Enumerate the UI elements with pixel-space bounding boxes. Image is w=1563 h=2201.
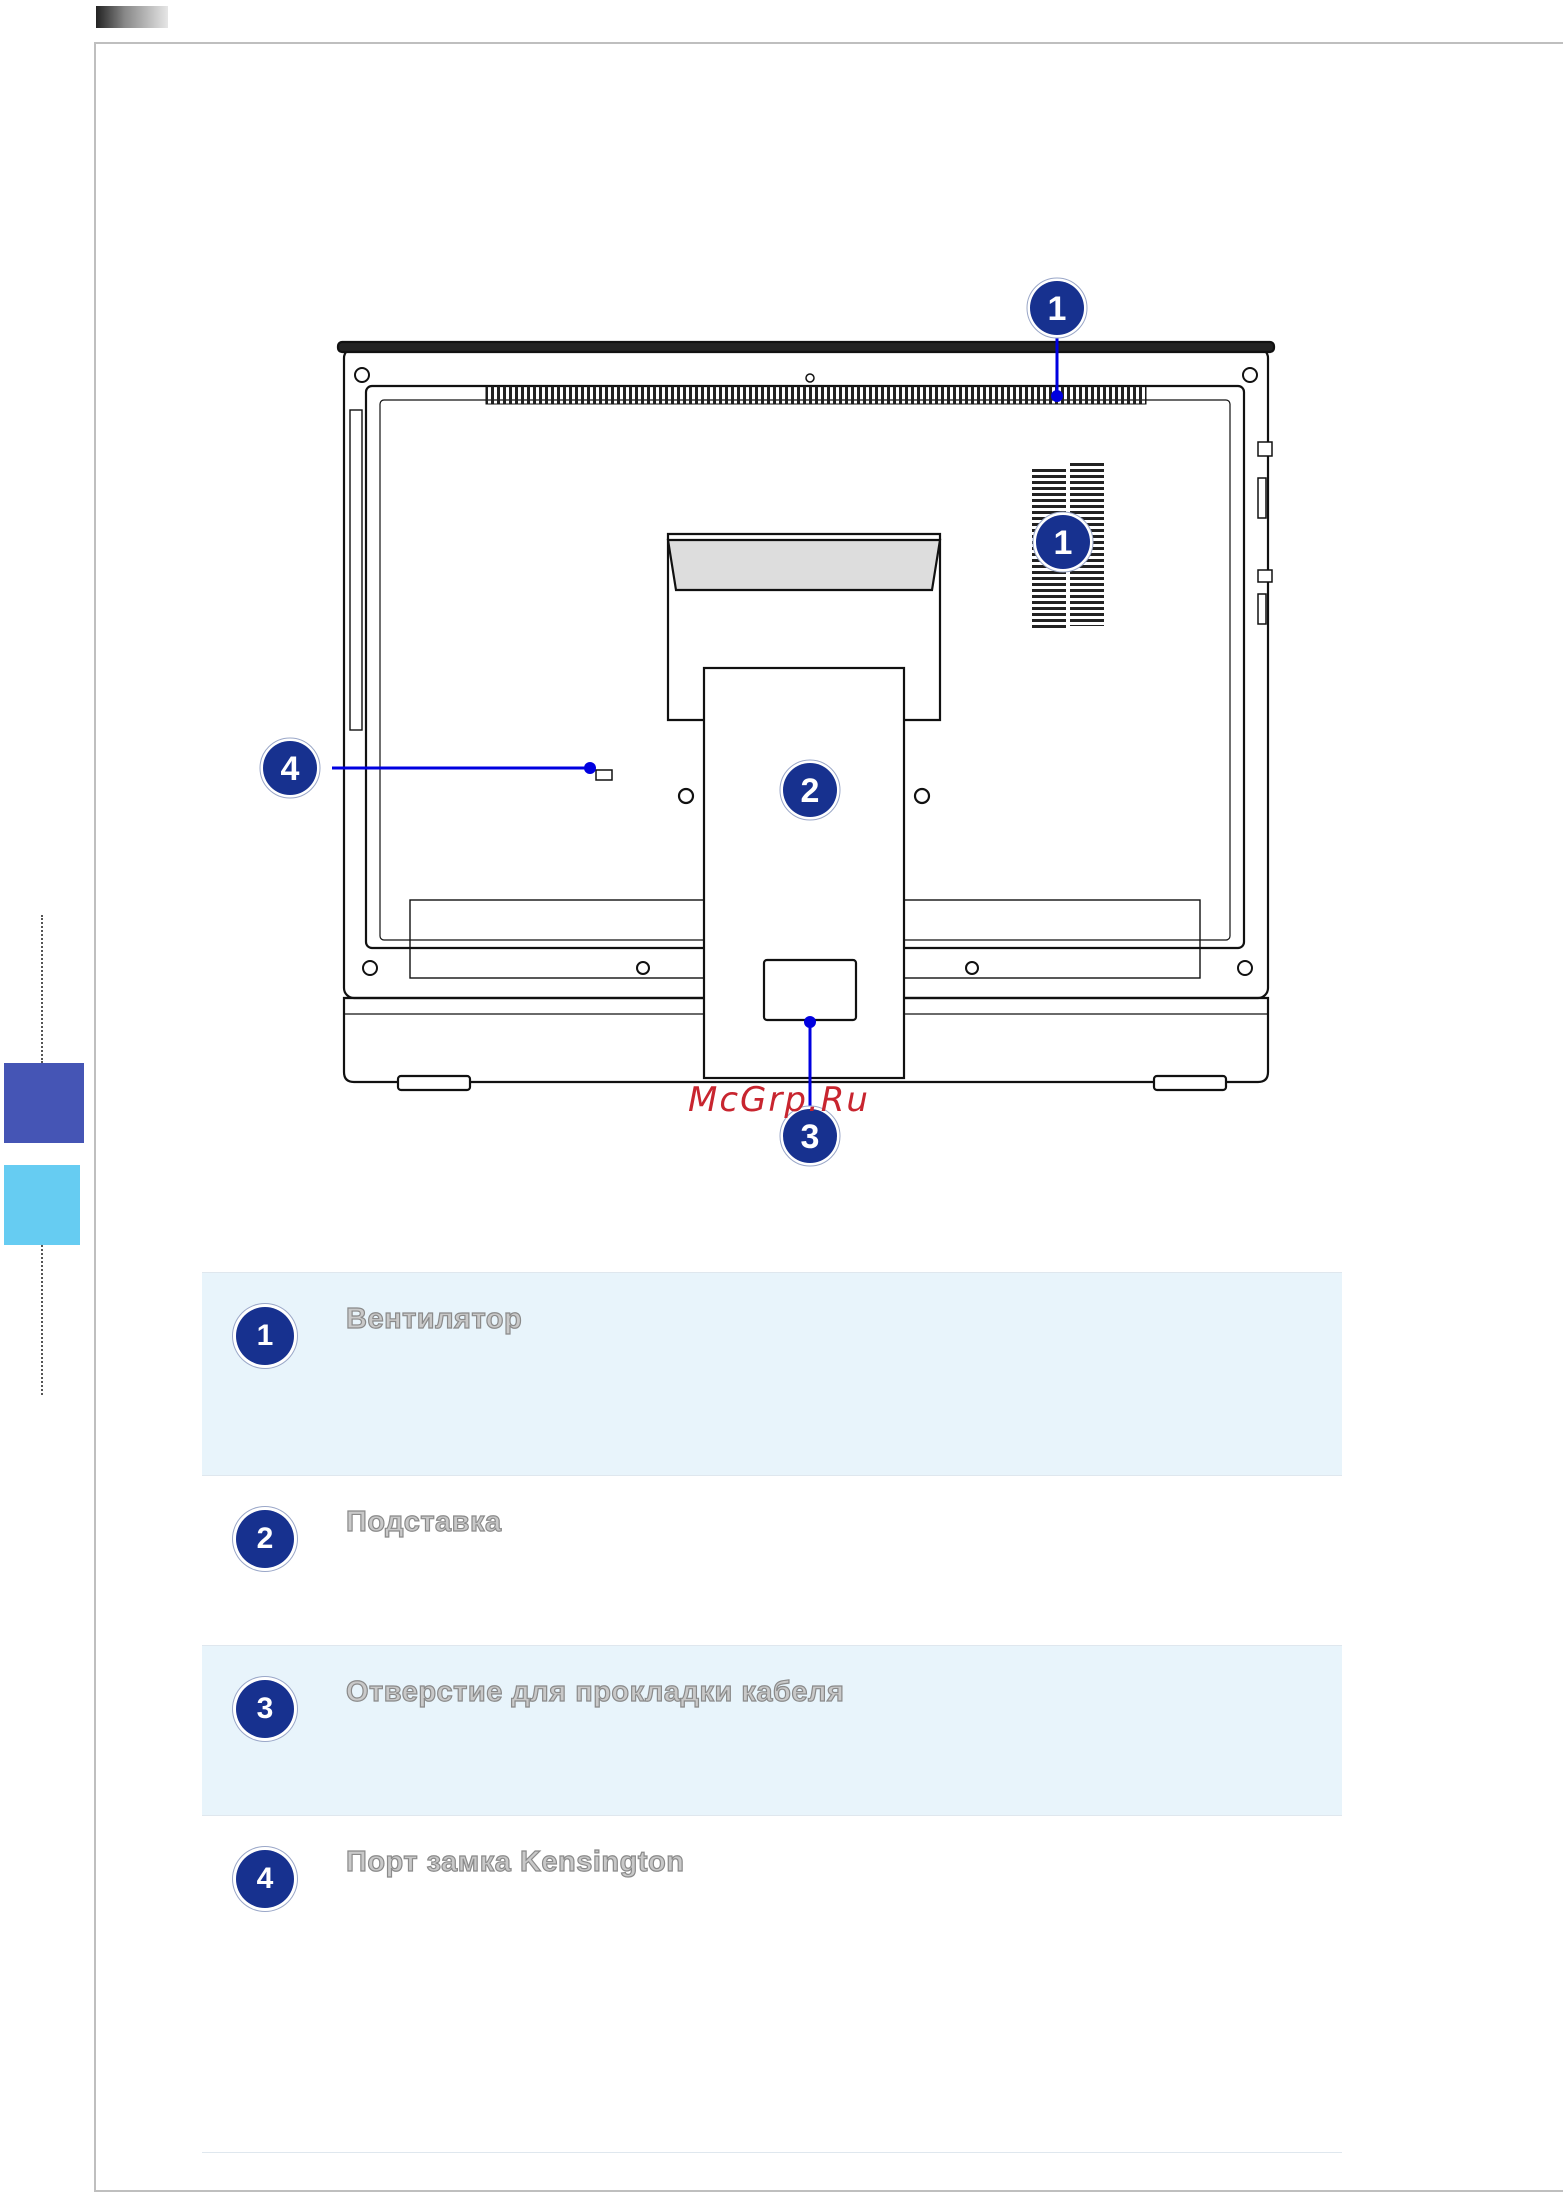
callout-number: 1 (1054, 524, 1073, 562)
callout-top-vent: 1 (1027, 278, 1087, 338)
callout-side-vent: 1 (1033, 512, 1093, 572)
callout-stand: 2 (780, 760, 840, 820)
callout-number: 4 (281, 750, 300, 788)
kensington-slot (596, 770, 612, 780)
callout-number: 3 (801, 1118, 820, 1156)
header-gradient-bar (96, 6, 168, 28)
legend-row-1: 1 Вентилятор (202, 1272, 1342, 1475)
callout-kensington-port: 4 (260, 738, 320, 798)
legend-label: Порт замка Kensington (346, 1846, 684, 1879)
legend-row-4: 4 Порт замка Kensington (202, 1815, 1342, 2154)
legend-number-badge: 3 (236, 1680, 294, 1738)
callout-number: 1 (1048, 290, 1067, 328)
callouts: 1 1 2 3 4 (260, 278, 1093, 1166)
left-edge (350, 410, 362, 730)
watermark: McGrp.Ru (688, 1080, 870, 1120)
callout-number: 2 (801, 772, 820, 810)
side-dotted-line-top (41, 915, 43, 1063)
legend-number-badge: 1 (236, 1307, 294, 1365)
legend-row-2: 2 Подставка (202, 1475, 1342, 1645)
legend-label: Вентилятор (346, 1303, 522, 1336)
legend-table: 1 Вентилятор 2 Подставка 3 Отверстие для прок… (202, 1272, 1342, 2154)
side-ports (1258, 442, 1272, 624)
side-tab-dark (4, 1063, 84, 1143)
legend-bottom-line (202, 2152, 1342, 2153)
legend-row-3: 3 Отверстие для прокладки кабеля (202, 1645, 1342, 1815)
top-vent (486, 386, 1146, 404)
legend-label: Подставка (346, 1506, 502, 1539)
legend-number-badge: 4 (236, 1850, 294, 1908)
legend-number-badge: 2 (236, 1510, 294, 1568)
side-dotted-line-bottom (41, 1245, 43, 1395)
rear-view-drawing: 1 1 2 3 4 (250, 270, 1300, 1180)
side-tab-light (4, 1165, 80, 1245)
legend-label: Отверстие для прокладки кабеля (346, 1676, 844, 1709)
